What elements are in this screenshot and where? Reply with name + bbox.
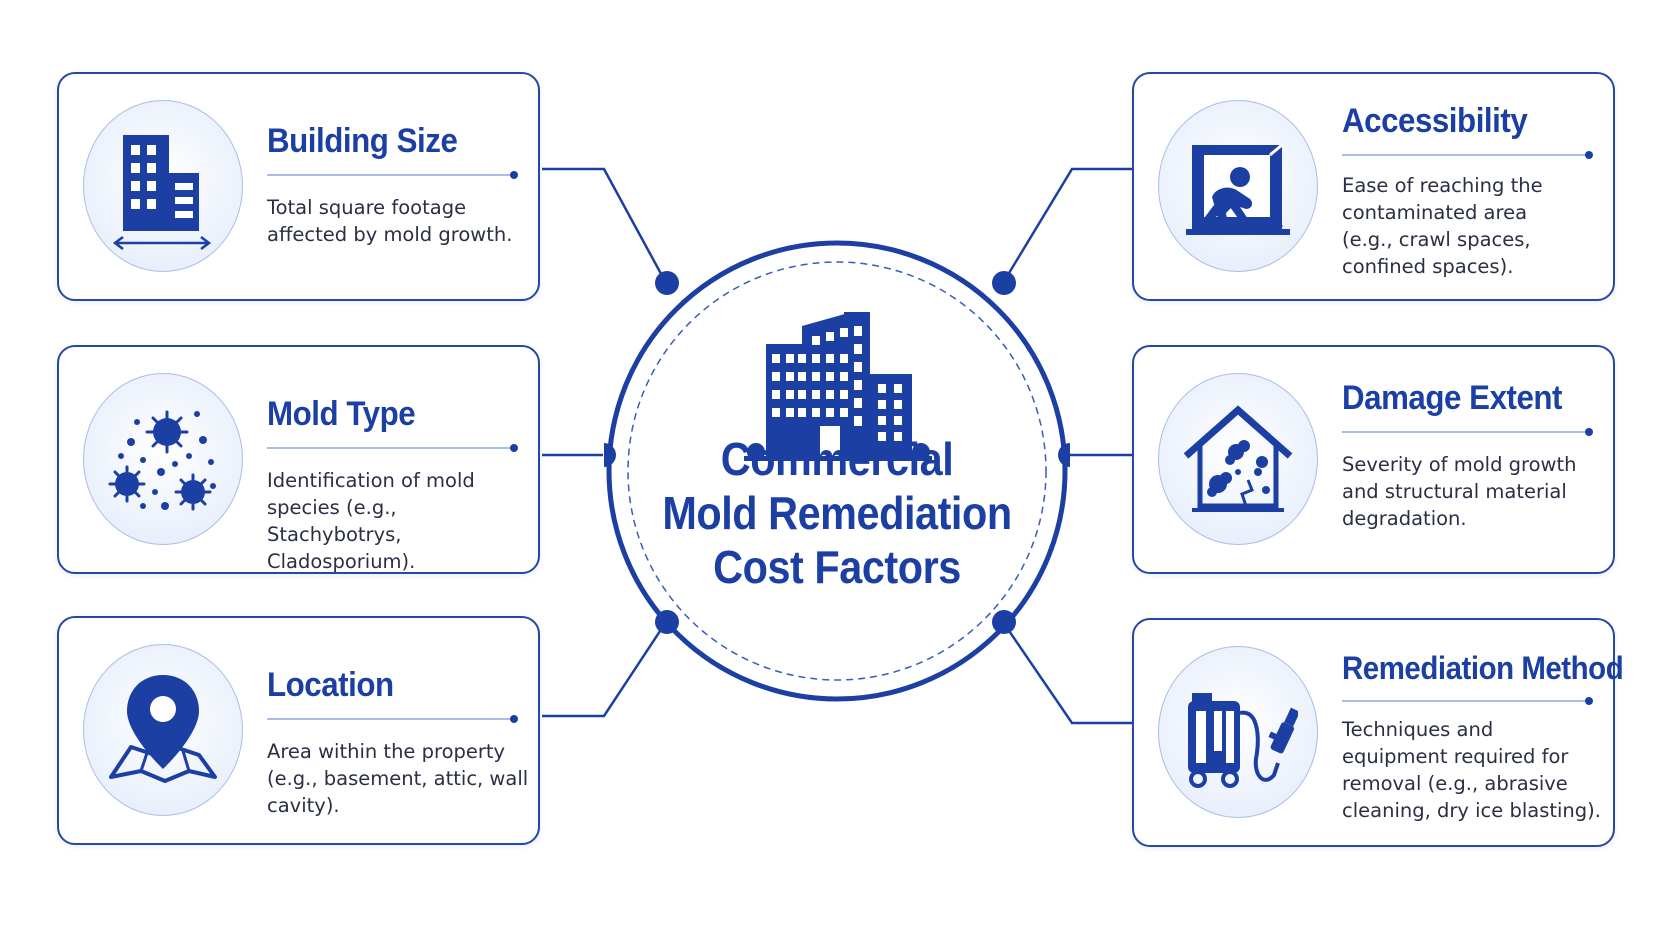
center-title-line-2: Mold Remediation (662, 487, 1012, 539)
icon-circle (1158, 100, 1318, 272)
card-title: Accessibility (1342, 102, 1528, 140)
center-title-line-3: Cost Factors (713, 541, 961, 593)
mold-spores-icon (108, 410, 216, 511)
office-buildings-icon (744, 312, 932, 461)
icon-circle (83, 644, 243, 816)
hub-node-location (655, 610, 679, 634)
map-pin-icon (109, 675, 217, 783)
factor-card-mold-type: Mold Type Identification of mold species… (57, 345, 540, 574)
connector-accessibility (1001, 167, 1132, 284)
card-divider (1342, 697, 1593, 705)
icon-circle (83, 100, 243, 272)
hub-node-remediation-method (992, 610, 1016, 634)
icon-circle (1158, 646, 1318, 818)
center-title-line-1: Commercial (720, 433, 954, 485)
connector-building-size (542, 167, 668, 284)
central-hub (604, 240, 1070, 702)
hub-node-accessibility (992, 271, 1016, 295)
card-description: Severity of mold growth and structural m… (1342, 453, 1577, 530)
hub-node-mold-type (604, 443, 616, 467)
card-description: Identification of mold species (e.g., St… (267, 469, 475, 573)
factor-card-remediation-method: Remediation Method Techniques and equipm… (1132, 618, 1624, 847)
card-title: Location (267, 666, 394, 704)
card-divider (267, 715, 518, 723)
hub-node-building-size (655, 271, 679, 295)
building-width-icon (112, 135, 212, 250)
factor-card-location: Location Area within the property (e.g.,… (57, 616, 540, 845)
card-title: Remediation Method (1342, 650, 1624, 686)
damaged-house-icon (1183, 405, 1293, 512)
crawl-space-icon (1186, 143, 1290, 235)
hub-node-damage-extent (1058, 443, 1070, 467)
blasting-machine-icon (1188, 693, 1298, 788)
icon-circle (1158, 373, 1318, 545)
card-description: Area within the property (e.g., basement… (267, 740, 529, 817)
card-title: Building Size (267, 122, 458, 160)
factor-card-accessibility: Accessibility Ease of reaching the conta… (1132, 72, 1615, 301)
card-divider (267, 171, 518, 179)
card-divider (1342, 428, 1593, 436)
card-description: Total square footage affected by mold gr… (267, 196, 513, 246)
center-title: Commercial Mold Remediation Cost Factors (627, 432, 1046, 594)
card-description: Techniques and equipment required for re… (1342, 718, 1601, 822)
card-description: Ease of reaching the contaminated area (… (1342, 174, 1543, 278)
icon-circle (83, 373, 243, 545)
factor-card-building-size: Building Size Total square footage affec… (57, 72, 540, 301)
factor-card-damage-extent: Damage Extent Severity of mold growth an… (1132, 345, 1615, 574)
connector-remediation-method (1001, 621, 1132, 725)
card-title: Damage Extent (1342, 379, 1563, 417)
card-divider (1342, 151, 1593, 159)
connector-location (542, 621, 668, 718)
card-divider (267, 444, 518, 452)
card-title: Mold Type (267, 395, 416, 433)
